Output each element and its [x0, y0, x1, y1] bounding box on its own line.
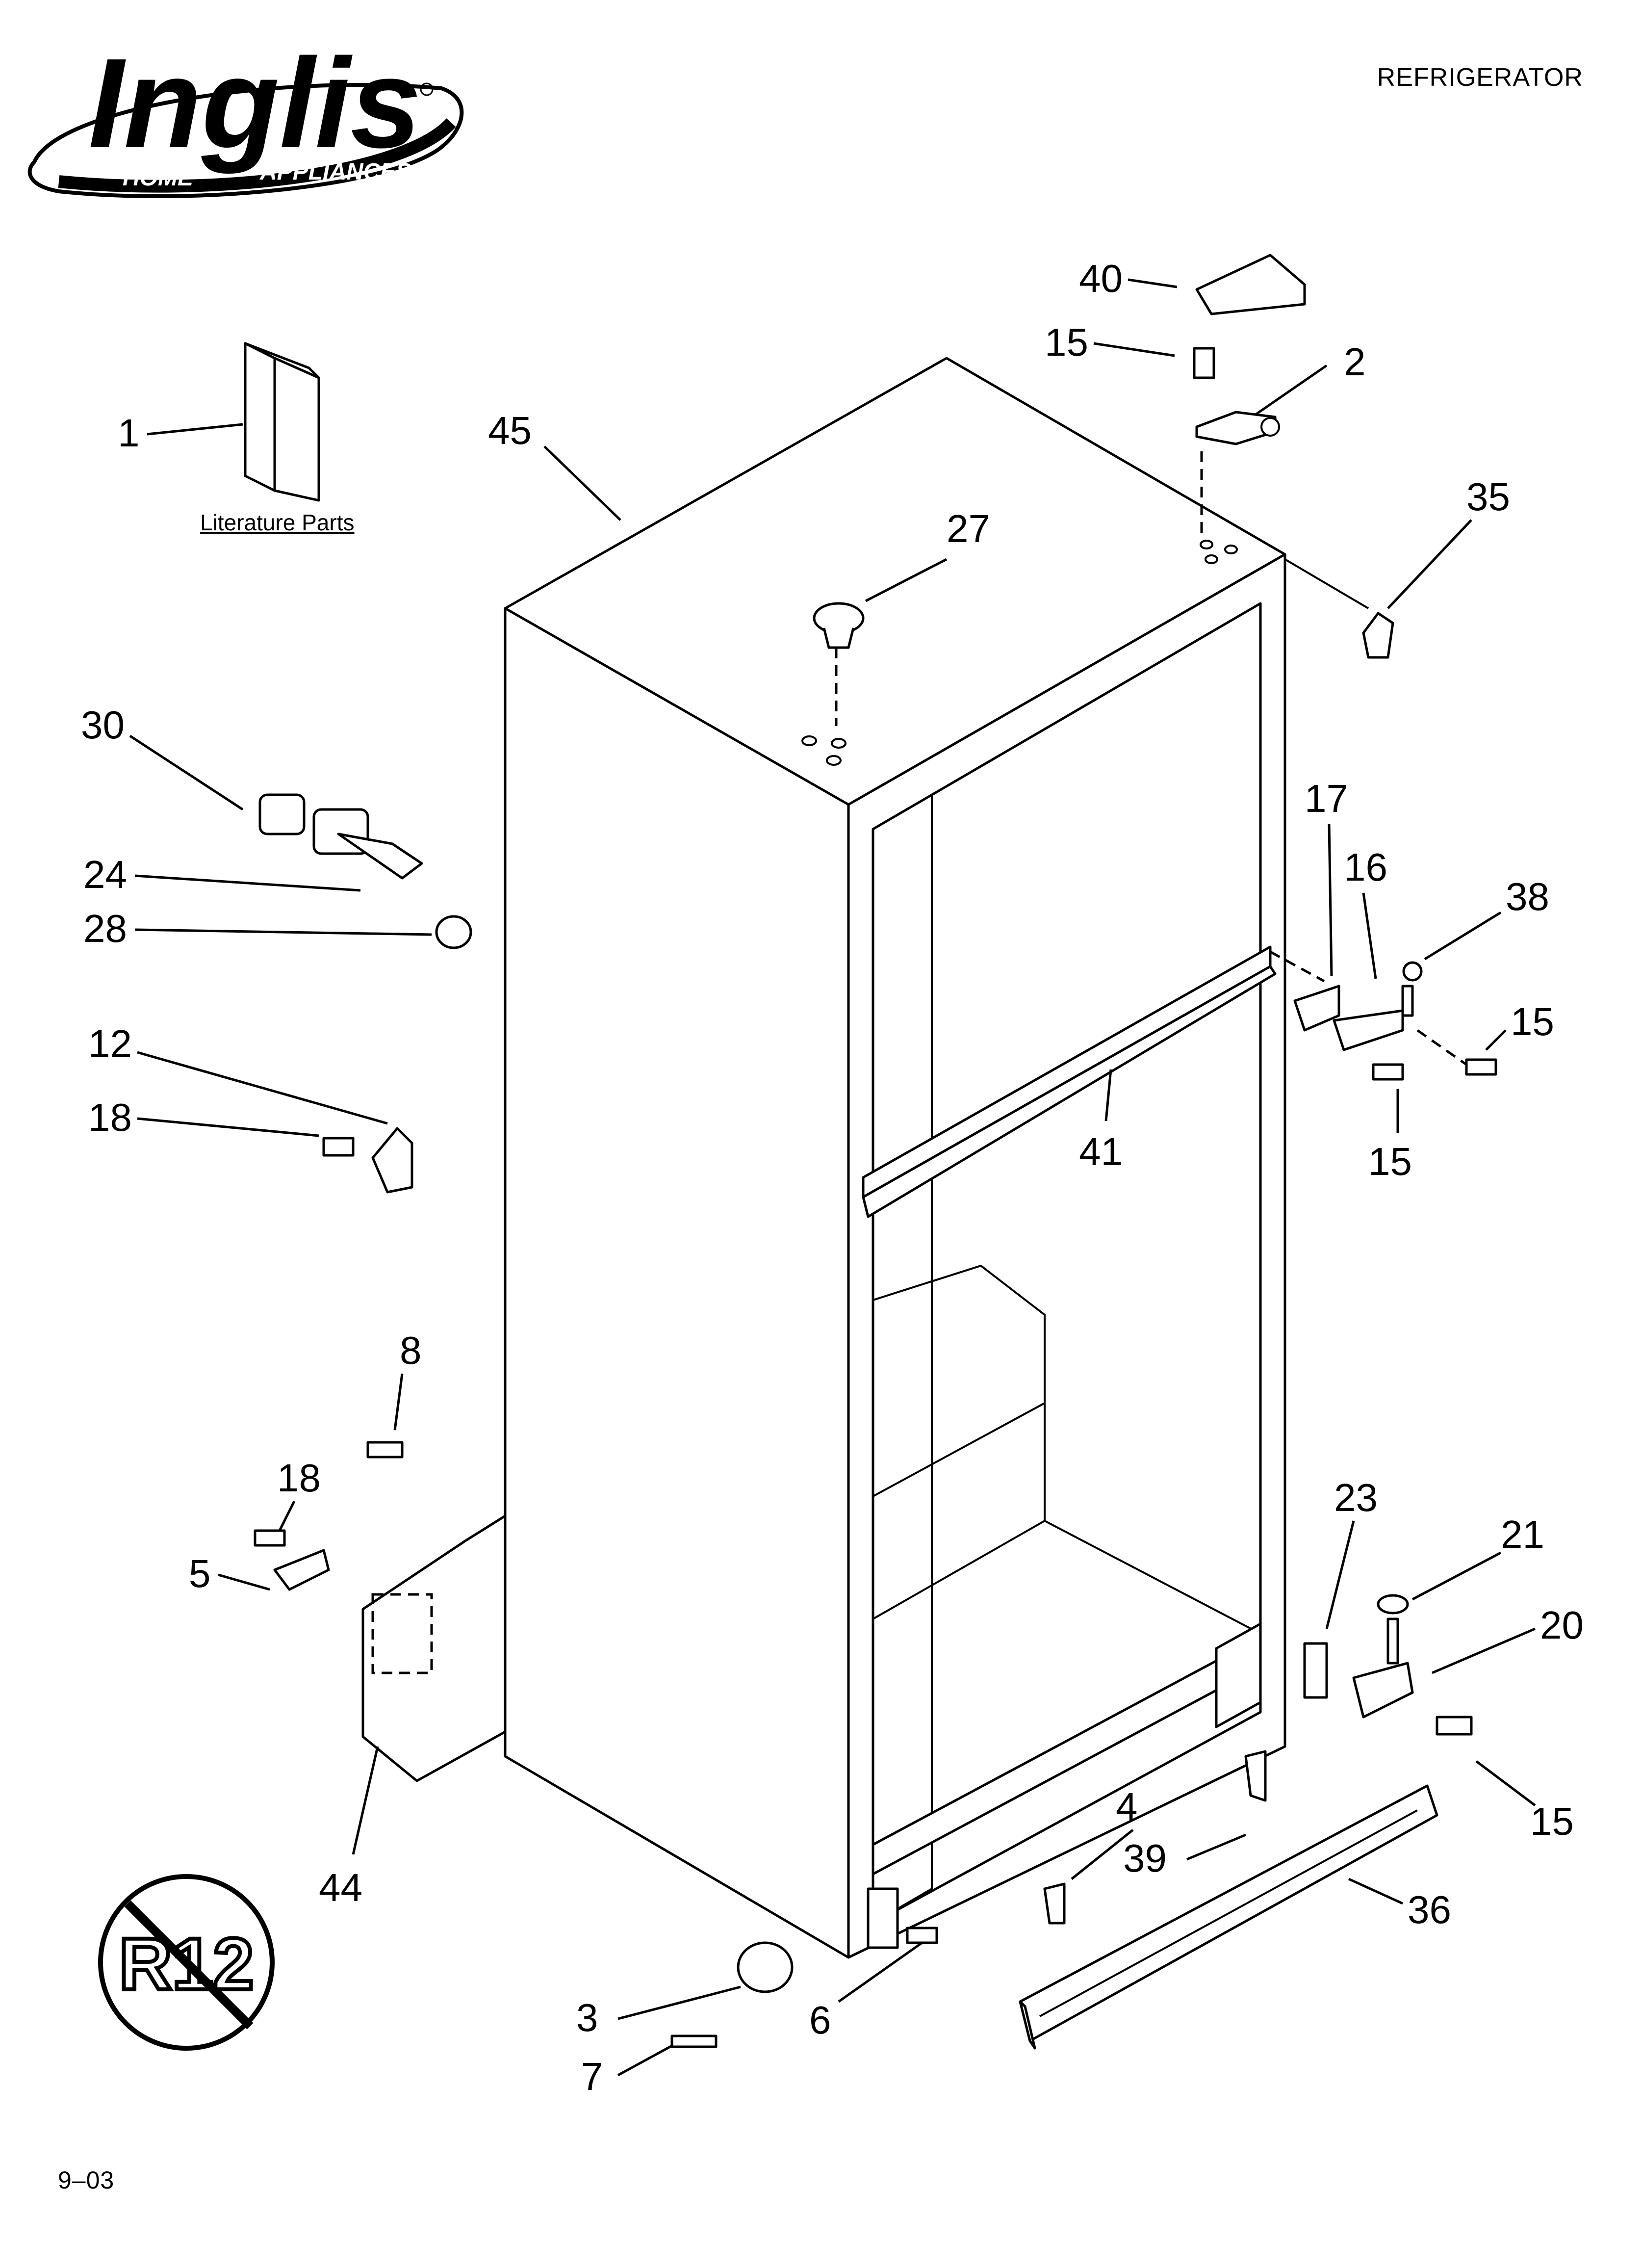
- screw-15-mid: [1372, 1058, 1497, 1081]
- callout-20: 20: [1540, 1603, 1584, 1647]
- callout-15-top: 15: [1045, 320, 1088, 364]
- callout-18-upper: 18: [88, 1095, 132, 1139]
- callout-16: 16: [1344, 845, 1387, 889]
- leader-lines: [129, 278, 1536, 2077]
- callout-5: 5: [189, 1552, 211, 1595]
- center-hinge-part: [1293, 961, 1423, 1051]
- literature-booklet-part: [244, 342, 320, 502]
- callout-1: 1: [118, 411, 140, 455]
- callout-24: 24: [83, 853, 127, 896]
- callout-3: 3: [576, 1996, 598, 2039]
- callout-39: 39: [1123, 1836, 1167, 1880]
- callout-35: 35: [1466, 475, 1510, 519]
- screw-top: [1193, 347, 1215, 379]
- callout-6: 6: [809, 1998, 831, 2042]
- clamp-5-part: [254, 1529, 330, 1591]
- callout-15-bottom: 15: [1530, 1799, 1574, 1843]
- callout-15-mid: 15: [1368, 1140, 1412, 1183]
- literature-parts-label: Literature Parts: [200, 510, 355, 535]
- callout-labels: 1 45 40 15 2 27 35 30 24 28 12 18 17 16 …: [81, 257, 1584, 2098]
- callout-15-mid-right: 15: [1511, 1000, 1554, 1043]
- no-r12-badge: R12: [98, 1874, 275, 2051]
- date-code: 9–03: [58, 2166, 115, 2194]
- hinge-cover-part: [1195, 254, 1306, 315]
- document-title: REFRIGERATOR: [1377, 63, 1583, 92]
- callout-45: 45: [488, 409, 532, 452]
- callout-17: 17: [1305, 777, 1348, 820]
- hinge-pin-cover-part: [1362, 612, 1394, 659]
- inglis-logo: Inglis HOME APPLIANCES: [27, 32, 464, 198]
- callout-2: 2: [1344, 340, 1366, 384]
- callout-7: 7: [581, 2055, 603, 2098]
- hinge-bracket-left-part: [322, 1127, 413, 1194]
- grille-clips-part: [1043, 1750, 1267, 1925]
- callout-44: 44: [319, 1866, 362, 1909]
- callout-23: 23: [1334, 1476, 1378, 1519]
- callout-40: 40: [1079, 257, 1123, 300]
- brand-sub-right: APPLIANCES: [259, 159, 411, 185]
- callout-36: 36: [1408, 1888, 1451, 1931]
- plug-button-part: [813, 602, 865, 649]
- toe-grille-part: [1019, 1784, 1438, 2050]
- callout-18-lower: 18: [277, 1456, 321, 1500]
- callout-21: 21: [1501, 1512, 1544, 1556]
- callout-27: 27: [947, 507, 990, 550]
- brand-sub-left: HOME: [123, 165, 194, 191]
- callout-30: 30: [81, 703, 125, 747]
- callout-4: 4: [1116, 1785, 1138, 1828]
- callout-12: 12: [88, 1022, 132, 1066]
- screw-8: [366, 1441, 404, 1459]
- bottom-hinge-part: [1303, 1594, 1473, 1736]
- door-stop-part: [258, 793, 472, 949]
- callout-41: 41: [1079, 1130, 1123, 1173]
- refrigerator-cabinet: [361, 357, 1286, 1959]
- callout-8: 8: [400, 1329, 422, 1372]
- brand-wordmark: Inglis: [88, 32, 421, 175]
- top-hinge-part: [1195, 411, 1280, 445]
- callout-28: 28: [83, 907, 127, 950]
- callout-38: 38: [1506, 875, 1549, 918]
